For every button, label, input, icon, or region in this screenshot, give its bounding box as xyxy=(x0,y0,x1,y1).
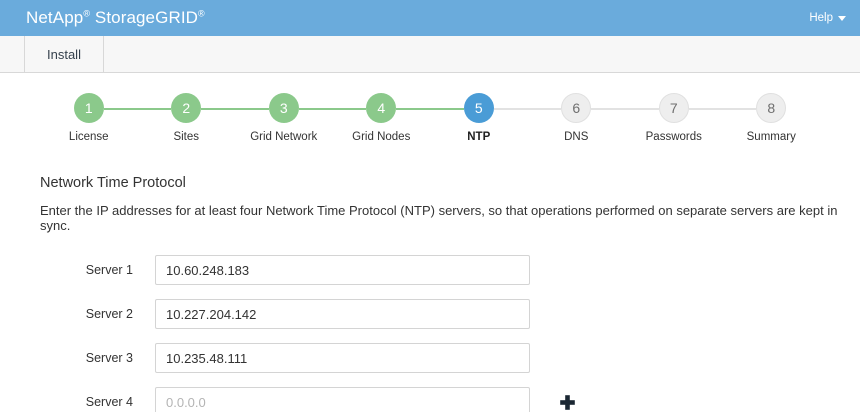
page-title: Network Time Protocol xyxy=(40,175,186,191)
tab-bar: Install xyxy=(0,36,860,73)
registered-mark-icon: ® xyxy=(198,8,205,19)
step-connector xyxy=(493,108,562,110)
ntp-server-row: Server 3 xyxy=(40,343,860,373)
step-number-bubble: 2 xyxy=(171,93,202,123)
step-label: License xyxy=(68,131,109,143)
step-number-bubble: 3 xyxy=(268,93,299,123)
server-2-input[interactable] xyxy=(155,299,530,329)
step-number-bubble: 6 xyxy=(561,93,592,123)
step-number-bubble: 8 xyxy=(756,93,787,123)
ntp-server-row: Server 1 xyxy=(40,255,860,285)
step-number-bubble: 1 xyxy=(73,93,104,123)
step-number-bubble: 5 xyxy=(463,93,494,123)
server-4-label: Server 4 xyxy=(85,395,133,409)
step-label: Sites xyxy=(173,131,200,143)
ntp-server-row: Server 2 xyxy=(40,299,860,329)
step-passwords[interactable]: 7 Passwords xyxy=(591,93,723,143)
server-3-input[interactable] xyxy=(155,343,530,373)
app-header: NetApp® StorageGRID® Help xyxy=(0,0,860,36)
help-menu[interactable]: Help xyxy=(809,0,846,36)
step-summary[interactable]: 8 Summary xyxy=(688,93,821,143)
step-number-bubble: 7 xyxy=(658,93,689,123)
server-3-label: Server 3 xyxy=(85,351,133,365)
step-connector xyxy=(688,108,757,110)
step-connector xyxy=(396,108,464,110)
install-stepper: 1 License 2 Sites 3 Grid Network 4 Grid … xyxy=(0,93,860,163)
brand-storagegrid: StorageGRID xyxy=(94,8,199,27)
step-connector xyxy=(6,108,74,110)
step-connector xyxy=(298,108,367,110)
step-grid-network[interactable]: 3 Grid Network xyxy=(201,93,333,143)
tab-install[interactable]: Install xyxy=(25,36,104,72)
stepper-steps: 1 License 2 Sites 3 Grid Network 4 Grid … xyxy=(40,93,820,143)
help-menu-label: Help xyxy=(809,12,833,24)
step-license[interactable]: 1 License xyxy=(40,93,138,143)
main-content: 1 License 2 Sites 3 Grid Network 4 Grid … xyxy=(0,93,860,412)
brand-logo: NetApp® StorageGRID® xyxy=(26,8,205,28)
step-label: NTP xyxy=(467,131,491,143)
step-connector xyxy=(591,108,659,110)
step-label: DNS xyxy=(564,131,589,143)
page-description: Enter the IP addresses for at least four… xyxy=(40,203,838,233)
server-4-input[interactable] xyxy=(155,387,530,412)
tab-bar-leading-spacer xyxy=(0,36,25,72)
step-number-bubble: 4 xyxy=(366,93,397,123)
step-sites[interactable]: 2 Sites xyxy=(103,93,236,143)
step-grid-nodes[interactable]: 4 Grid Nodes xyxy=(298,93,431,143)
step-label: Passwords xyxy=(645,131,702,143)
server-1-label: Server 1 xyxy=(85,263,133,277)
step-label: Summary xyxy=(746,131,796,143)
ntp-server-row: Server 4 xyxy=(40,387,860,412)
ntp-server-form: Server 1 Server 2 Server 3 Server 4 xyxy=(0,255,860,412)
step-connector xyxy=(201,108,269,110)
step-ntp[interactable]: 5 NTP xyxy=(396,93,528,143)
server-1-input[interactable] xyxy=(155,255,530,285)
plus-icon xyxy=(559,394,575,410)
step-label: Grid Nodes xyxy=(352,131,411,143)
server-2-label: Server 2 xyxy=(85,307,133,321)
registered-mark-icon: ® xyxy=(83,8,91,19)
add-server-button[interactable] xyxy=(556,391,578,412)
step-label: Grid Network xyxy=(250,131,318,143)
step-connector xyxy=(103,108,172,110)
chevron-down-icon xyxy=(838,15,846,21)
tab-install-label: Install xyxy=(47,46,81,62)
brand-netapp: NetApp xyxy=(26,8,84,27)
step-dns[interactable]: 6 DNS xyxy=(493,93,626,143)
